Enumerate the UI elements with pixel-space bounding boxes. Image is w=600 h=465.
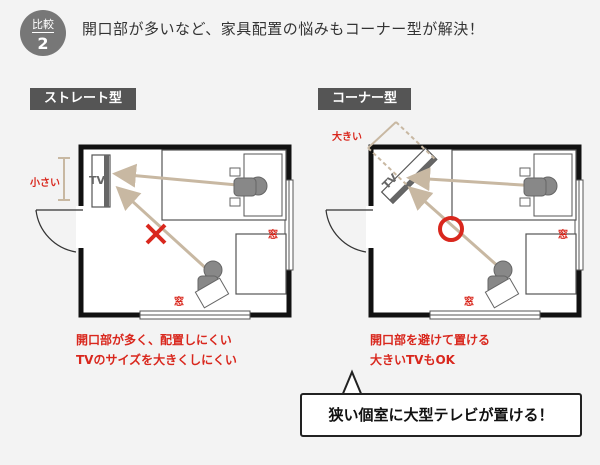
door-icon xyxy=(35,209,83,253)
badge-number: 2 xyxy=(37,34,49,53)
size-small-label: 小さい xyxy=(30,178,60,189)
straight-caption-line1: 開口部が多く、配置しにくい xyxy=(76,333,232,347)
tv-label: TV xyxy=(89,174,106,187)
size-large-label: 大きい xyxy=(332,132,362,143)
ok-mark xyxy=(438,216,464,242)
straight-caption: 開口部が多く、配置しにくい TVのサイズを大きくしにくい xyxy=(76,330,237,370)
person-icon xyxy=(484,260,520,309)
tv-screen xyxy=(104,155,109,207)
badge-label: 比較 xyxy=(32,18,54,31)
window-label: 窓 xyxy=(174,297,184,308)
person-icon xyxy=(519,167,558,207)
desk xyxy=(235,233,287,295)
straight-type-tag: ストレート型 xyxy=(30,88,137,110)
person-icon xyxy=(194,260,230,309)
callout-box: 狭い個室に大型テレビが置ける！ xyxy=(300,393,582,437)
page-heading: 開口部が多いなど、家具配置の悩みもコーナー型が解決！ xyxy=(82,20,485,38)
straight-floor-plan xyxy=(35,144,294,320)
door-icon xyxy=(325,209,373,253)
corner-type-tag: コーナー型 xyxy=(318,88,412,110)
callout-text: 狭い個室に大型テレビが置ける！ xyxy=(328,406,554,424)
window-label: 窓 xyxy=(268,230,278,241)
corner-floor-plan xyxy=(325,121,584,320)
corner-caption-line2: 大きいTVもOK xyxy=(370,353,455,367)
comparison-badge: 比較 2 xyxy=(20,10,66,56)
desk xyxy=(525,233,577,295)
straight-caption-line2: TVのサイズを大きくしにくい xyxy=(76,353,237,367)
window-label: 窓 xyxy=(464,297,474,308)
badge-divider xyxy=(32,32,54,33)
window-label: 窓 xyxy=(558,230,568,241)
person-icon xyxy=(229,167,268,207)
corner-caption-line1: 開口部を避けて置ける xyxy=(370,333,491,347)
corner-caption: 開口部を避けて置ける 大きいTVもOK xyxy=(370,330,490,370)
